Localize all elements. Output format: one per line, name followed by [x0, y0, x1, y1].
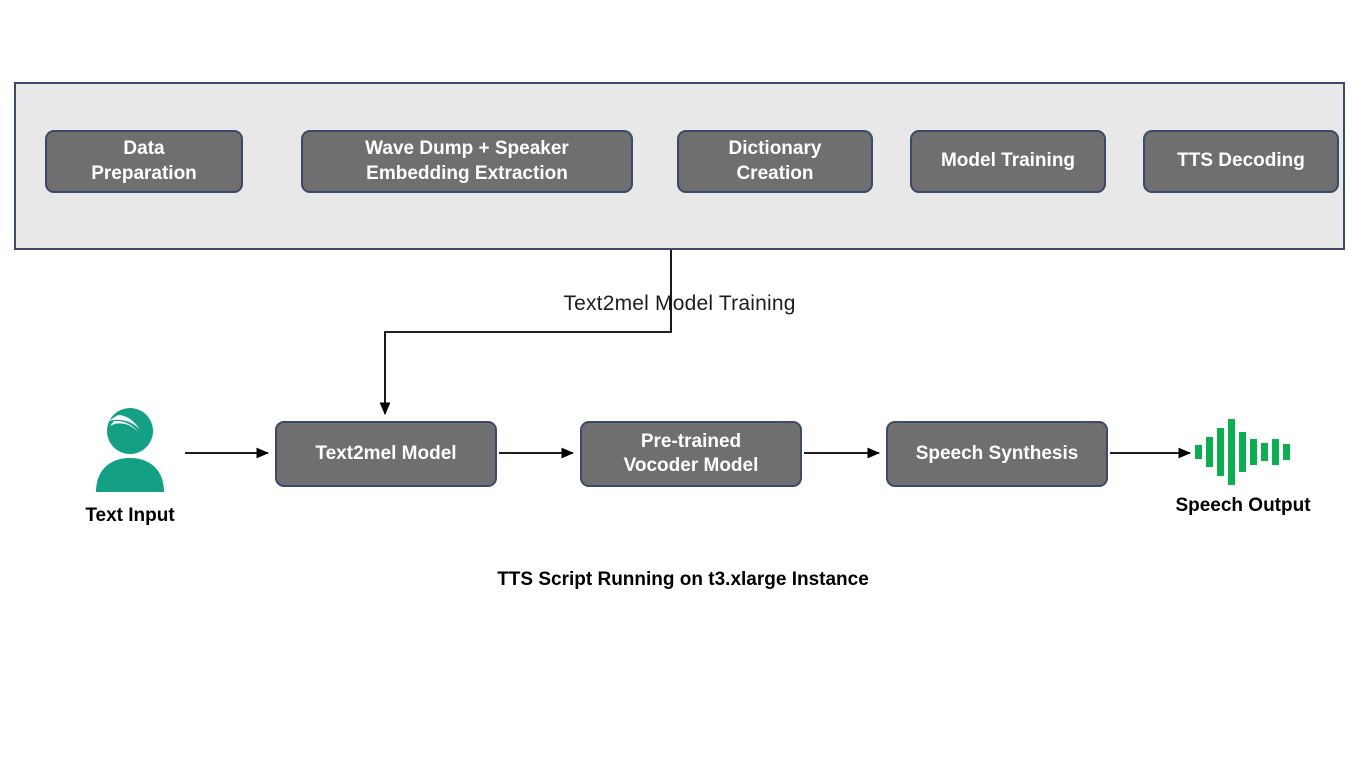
- waveform-bar: [1261, 443, 1268, 461]
- connector-training-to-text2mel: [379, 250, 672, 416]
- step-wave-dump-speaker-embedding[interactable]: Wave Dump + Speaker Embedding Extraction: [301, 130, 633, 193]
- step-text2mel-model[interactable]: Text2mel Model: [275, 421, 497, 487]
- text-input-label: Text Input: [85, 505, 175, 526]
- step-dictionary-creation[interactable]: Dictionary Creation: [677, 130, 873, 193]
- waveform-bar: [1195, 445, 1202, 459]
- waveform-bar: [1283, 444, 1290, 460]
- speech-output-label: Speech Output: [1175, 495, 1311, 516]
- waveform-bar: [1239, 432, 1246, 472]
- training-group-label: Text2mel Model Training: [563, 292, 796, 315]
- waveform-bar: [1217, 428, 1224, 476]
- waveform-bar: [1228, 419, 1235, 485]
- step-data-preparation[interactable]: Data Preparation: [45, 130, 243, 193]
- waveform-bar: [1250, 439, 1257, 465]
- step-tts-decoding[interactable]: TTS Decoding: [1143, 130, 1339, 193]
- step-model-training[interactable]: Model Training: [910, 130, 1106, 193]
- waveform-bar: [1272, 439, 1279, 465]
- step-pre-trained-vocoder-model[interactable]: Pre-trained Vocoder Model: [580, 421, 802, 487]
- waveform-bar: [1206, 437, 1213, 467]
- step-speech-synthesis[interactable]: Speech Synthesis: [886, 421, 1108, 487]
- script-instance-caption: TTS Script Running on t3.xlarge Instance: [497, 569, 869, 590]
- audio-waveform-icon: [1195, 419, 1290, 485]
- text2mel-training-group: Text2mel Model Training: [14, 82, 1345, 315]
- user-icon: [96, 408, 164, 492]
